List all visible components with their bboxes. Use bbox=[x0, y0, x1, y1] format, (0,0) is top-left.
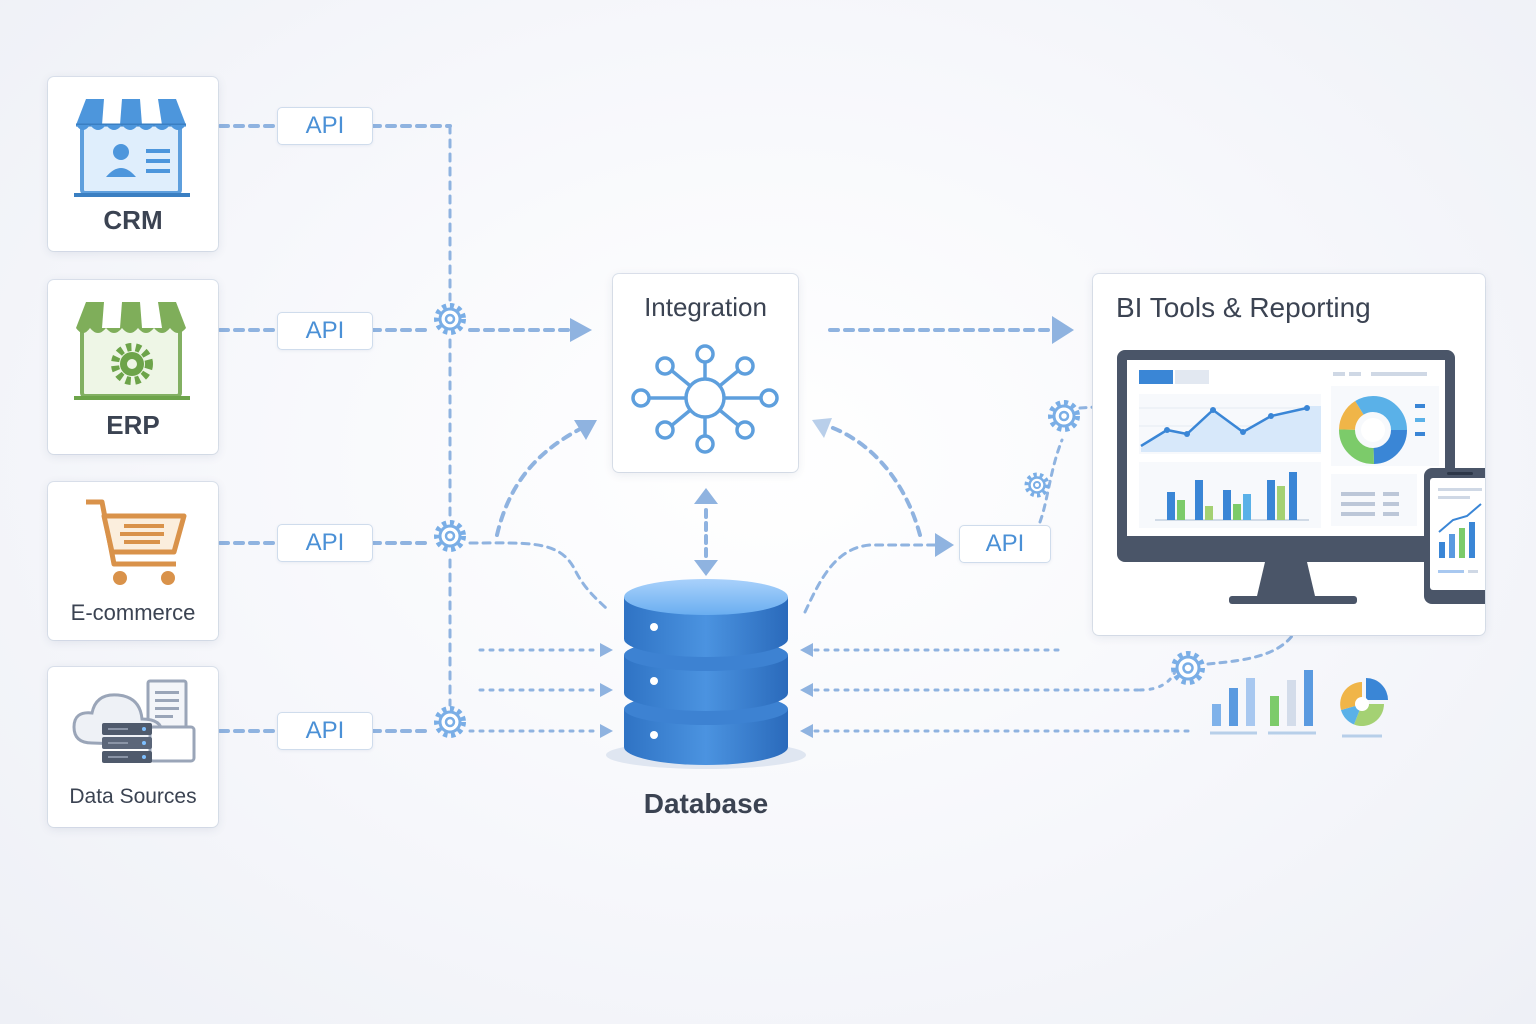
database-cylinder-icon bbox=[606, 579, 806, 769]
bi-tools-card[interactable]: BI Tools & Reporting bbox=[1093, 274, 1485, 635]
mini-bar-chart-icon bbox=[1268, 670, 1316, 735]
storefront-crm-icon bbox=[74, 99, 190, 197]
source-card-erp[interactable]: ERP bbox=[48, 280, 218, 454]
source-label: E-commerce bbox=[70, 600, 196, 625]
source-label: Data Sources bbox=[69, 785, 197, 808]
gear-icon bbox=[1048, 400, 1080, 432]
storefront-gear-icon bbox=[74, 302, 190, 400]
mini-bar-chart-icon bbox=[1210, 678, 1257, 735]
source-card-ecommerce[interactable]: E-commerce bbox=[48, 482, 218, 640]
source-card-data-sources[interactable]: Data Sources bbox=[48, 667, 218, 827]
mini-pie-chart-icon bbox=[1340, 678, 1388, 738]
api-badge-data-sources: API bbox=[277, 712, 373, 750]
gear-icon bbox=[434, 303, 466, 335]
integration-card[interactable]: Integration bbox=[613, 274, 798, 472]
source-label: CRM bbox=[103, 205, 163, 235]
gear-icon bbox=[434, 706, 466, 738]
database-label: Database bbox=[643, 788, 769, 819]
source-label: ERP bbox=[106, 410, 160, 440]
api-badge-ecommerce: API bbox=[277, 524, 373, 562]
api-badge-bi: API bbox=[959, 525, 1051, 563]
shopping-cart-icon bbox=[86, 499, 187, 585]
gear-icon bbox=[1171, 651, 1205, 685]
gear-icon bbox=[434, 520, 466, 552]
bi-tools-title: BI Tools & Reporting bbox=[1116, 292, 1371, 323]
api-badge-erp: API bbox=[277, 312, 373, 350]
network-hub-icon bbox=[631, 344, 779, 454]
api-badge-crm: API bbox=[277, 107, 373, 145]
dashboard-monitor-icon bbox=[1117, 350, 1485, 604]
source-card-crm[interactable]: CRM bbox=[48, 77, 218, 251]
integration-title: Integration bbox=[644, 292, 767, 322]
gear-icon bbox=[1024, 472, 1050, 498]
cloud-server-document-icon bbox=[72, 679, 196, 763]
